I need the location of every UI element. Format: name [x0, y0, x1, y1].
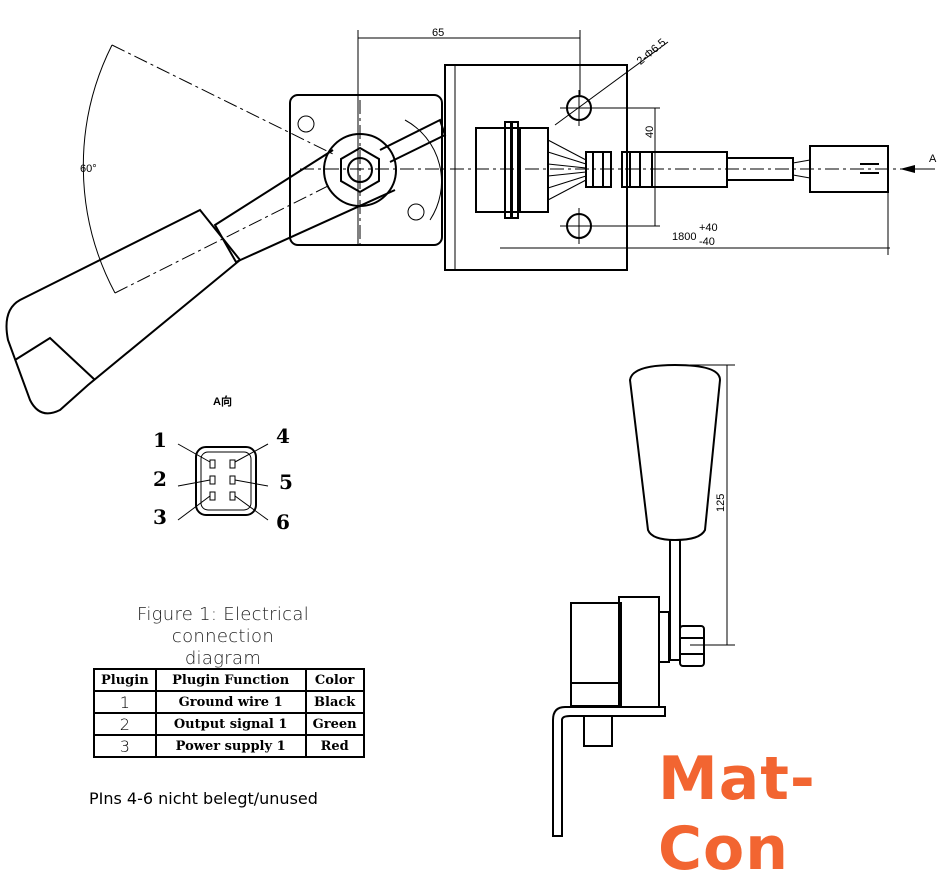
view-arrow-label: A [929, 153, 937, 165]
cell-color: Black [304, 690, 365, 714]
figure-caption: Figure 1: Electrical connection diagram [88, 604, 358, 670]
lever-handle [5, 208, 242, 415]
dim-hole-spacing: 40 [644, 126, 656, 138]
hole-centerlines [560, 90, 660, 244]
unused-pins-note: PIns 4-6 nicht belegt/unused [89, 789, 318, 808]
caption-line-2: diagram [184, 648, 262, 669]
caption-line-1: Figure 1: Electrical connection [136, 604, 310, 647]
header-color: Color [304, 668, 365, 692]
handle-grip-line [14, 336, 96, 381]
cable-length-lines [500, 192, 890, 255]
pin-label-4: 4 [276, 424, 290, 448]
bracket [552, 706, 666, 837]
cell-color: Red [304, 734, 365, 758]
plug-latch [860, 163, 879, 174]
dim-width: 65 [432, 27, 444, 39]
pivot-nut [340, 146, 380, 194]
connector-inner-shell [200, 451, 252, 511]
holes-leader-line [554, 41, 669, 126]
mounting-plate [289, 94, 443, 246]
dim-angle: 60° [80, 163, 97, 175]
table-row: 3 Power supply 1 Red [93, 734, 365, 758]
cell-color: Green [304, 712, 365, 736]
cell-function: Output signal 1 [154, 712, 307, 736]
lever-arm [213, 149, 396, 264]
top-view: 65 2-Φ6.5 40 1800 +40 -40 A 60° [5, 27, 937, 415]
angle-limit-line [114, 184, 331, 294]
wire-bundle [547, 139, 587, 201]
dim-tol-plus: +40 [699, 222, 718, 234]
view-a-label: A向 [213, 394, 232, 408]
side-nut [679, 625, 705, 667]
cell-plugin: 1 [93, 690, 157, 714]
pin-label-6: 6 [276, 510, 290, 534]
dim-tol-minus: -40 [699, 236, 715, 248]
pin-assignment-table: Plugin Plugin Function Color 1 Ground wi… [93, 668, 365, 758]
table-header-row: Plugin Plugin Function Color [93, 668, 365, 692]
sensor-housing [444, 64, 628, 271]
side-view: 125 [552, 363, 735, 837]
pin-label-2: 2 [153, 467, 167, 491]
header-plugin: Plugin [93, 668, 157, 692]
dim-cable-length: 1800 [672, 231, 696, 243]
view-arrow-icon [900, 165, 935, 173]
lever-tail [379, 118, 447, 163]
connector-pin-slots [209, 459, 236, 501]
angle-limit-line [111, 44, 336, 156]
bracket-block [583, 715, 613, 747]
table-row: 1 Ground wire 1 Black [93, 690, 365, 714]
pin-label-1: 1 [153, 428, 167, 452]
header-function: Plugin Function [154, 668, 307, 692]
plate-screw [297, 115, 315, 133]
brand-logo: Mat-Con [658, 744, 816, 884]
cell-plugin: 2 [93, 712, 157, 736]
travel-arc [404, 119, 443, 221]
handle-knob [628, 363, 722, 542]
technical-drawing: 65 2-Φ6.5 40 1800 +40 -40 A 60° A向 [5, 27, 937, 837]
dim-height: 125 [715, 494, 727, 512]
dim-holes: 2-Φ6.5 [635, 37, 669, 68]
width-dimension-lines [357, 30, 581, 245]
table-row: 2 Output signal 1 Green [93, 712, 365, 736]
lever-stem [669, 539, 681, 661]
pin-label-3: 3 [153, 505, 167, 529]
connector-body [475, 121, 549, 219]
cell-function: Power supply 1 [154, 734, 307, 758]
angle-arc [82, 44, 116, 294]
plug-wires [792, 159, 811, 179]
cell-function: Ground wire 1 [154, 690, 307, 714]
cell-plugin: 3 [93, 734, 157, 758]
connector-face-view: A向 1 2 3 4 5 6 [153, 394, 293, 534]
pin-label-5: 5 [279, 470, 293, 494]
plate-screw [407, 203, 425, 221]
pin-leader-lines [177, 443, 269, 521]
side-housing [570, 596, 670, 708]
connector-shell [195, 446, 257, 516]
height-dimension-lines [690, 364, 735, 646]
